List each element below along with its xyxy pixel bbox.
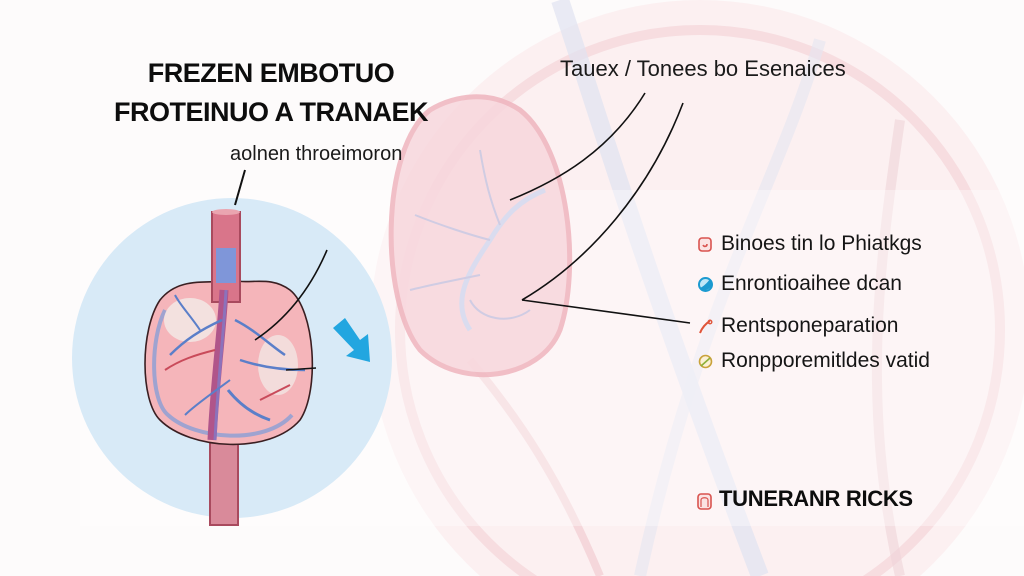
calendar-badge-icon — [697, 236, 713, 252]
legend-label: Ronpporemitldes vatid — [721, 349, 930, 372]
legend-label: Binoes tin lo Phiatkgs — [721, 232, 922, 255]
rounded-square-icon — [697, 490, 713, 510]
subtitle-label: aolnen throeimoron — [230, 143, 403, 165]
legend-label: Rentsponeparation — [721, 314, 899, 337]
legend-item: Rentsponeparation — [697, 308, 930, 344]
half-circle-icon — [697, 276, 713, 292]
legend-list: Binoes tin lo Phiatkgs Enrontioaihee dca… — [697, 224, 930, 378]
legend-item: Binoes tin lo Phiatkgs — [697, 224, 930, 264]
check-circle-icon — [697, 353, 713, 369]
title-line-1: FREZEN EMBOTUO — [147, 58, 395, 88]
footer-label: TUNERANR RICKS — [719, 486, 913, 511]
legend-item: Enrontioaihee dcan — [697, 264, 930, 304]
title-line-2: FROTEINUO A TRANAEK — [114, 97, 429, 127]
callout-label-top: Tauex / Tonees bo Esenaices — [560, 56, 846, 81]
legend-label: Enrontioaihee dcan — [721, 272, 902, 295]
page-title: FREZEN EMBOTUO FROTEINUO A TRANAEK — [86, 54, 456, 132]
footer-section-title: TUNERANR RICKS — [697, 486, 913, 512]
curved-pen-icon — [697, 318, 713, 334]
legend-item: Ronpporemitldes vatid — [697, 344, 930, 378]
